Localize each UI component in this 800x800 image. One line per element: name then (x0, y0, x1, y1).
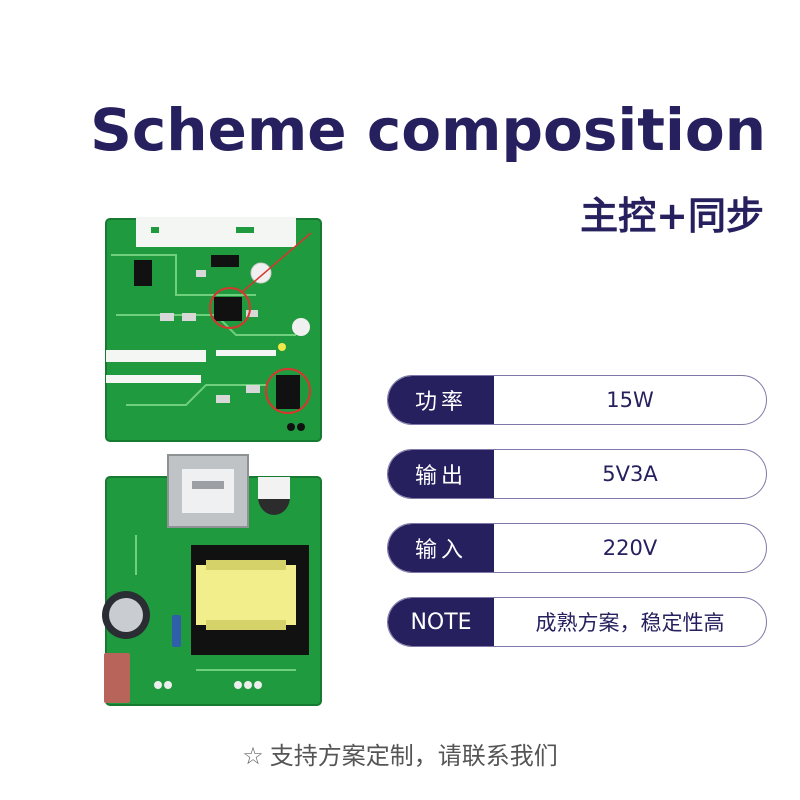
spec-value: 5V3A (602, 462, 658, 486)
footer-text: 支持方案定制，请联系我们 (269, 742, 558, 770)
star-outline-icon: ☆ (242, 742, 264, 770)
spec-row-power: 功率 15W (387, 375, 767, 425)
bottom-circuit-board (102, 454, 322, 706)
spec-label: 功率 (388, 376, 494, 424)
spec-row-output: 输出 5V3A (387, 449, 767, 499)
page-subtitle: 主控+同步 (580, 194, 764, 238)
spec-label: 输出 (388, 450, 494, 498)
spec-value: 成熟方案，稳定性高 (535, 611, 725, 635)
spec-label: NOTE (388, 598, 494, 646)
spec-row-input: 输入 220V (387, 523, 767, 573)
page-title: Scheme composition (90, 96, 766, 164)
spec-value: 15W (606, 388, 654, 412)
pcb-product-image (96, 215, 336, 710)
footer-contact: ☆支持方案定制，请联系我们 (0, 736, 800, 771)
spec-label: 输入 (388, 524, 494, 572)
spec-row-note: NOTE 成熟方案，稳定性高 (387, 597, 767, 647)
top-circuit-board (105, 217, 322, 442)
spec-value: 220V (602, 536, 658, 560)
